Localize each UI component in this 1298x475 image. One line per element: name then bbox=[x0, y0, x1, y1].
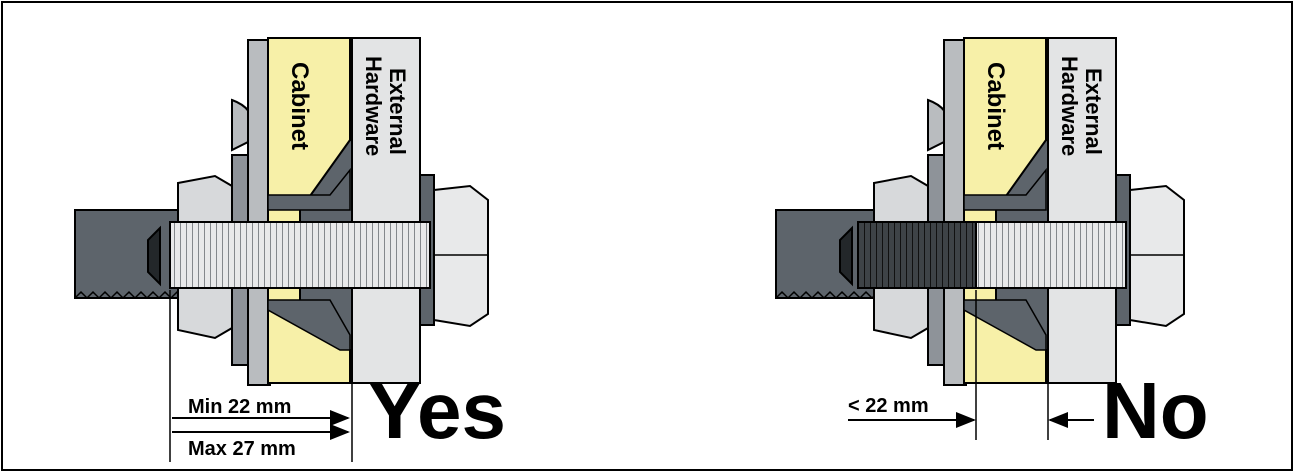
hardware-label-line1-no: External bbox=[1081, 68, 1106, 155]
panel-no: Cabinet External Hardware < 22 mm No bbox=[775, 37, 1209, 455]
depth-label: < 22 mm bbox=[848, 395, 929, 417]
max-dimension-label: Max 27 mm bbox=[188, 438, 296, 460]
verdict-yes: Yes bbox=[368, 366, 506, 455]
bolt-head bbox=[433, 184, 489, 328]
cabinet-label-no: Cabinet bbox=[982, 62, 1009, 150]
hardware-label-line1: External bbox=[385, 68, 410, 155]
hardware-label-line2-no: Hardware bbox=[1057, 56, 1082, 156]
cabinet-label: Cabinet bbox=[286, 62, 313, 150]
verdict-no: No bbox=[1102, 366, 1209, 455]
hardware-label-line2: Hardware bbox=[361, 56, 386, 156]
panel-yes: Cabinet External Hardware Min 22 mm Max … bbox=[74, 37, 506, 462]
threaded-bolt bbox=[169, 221, 431, 289]
external-hardware-wall bbox=[351, 37, 421, 384]
mounting-plate bbox=[74, 209, 186, 299]
min-dimension-label: Min 22 mm bbox=[188, 396, 291, 418]
